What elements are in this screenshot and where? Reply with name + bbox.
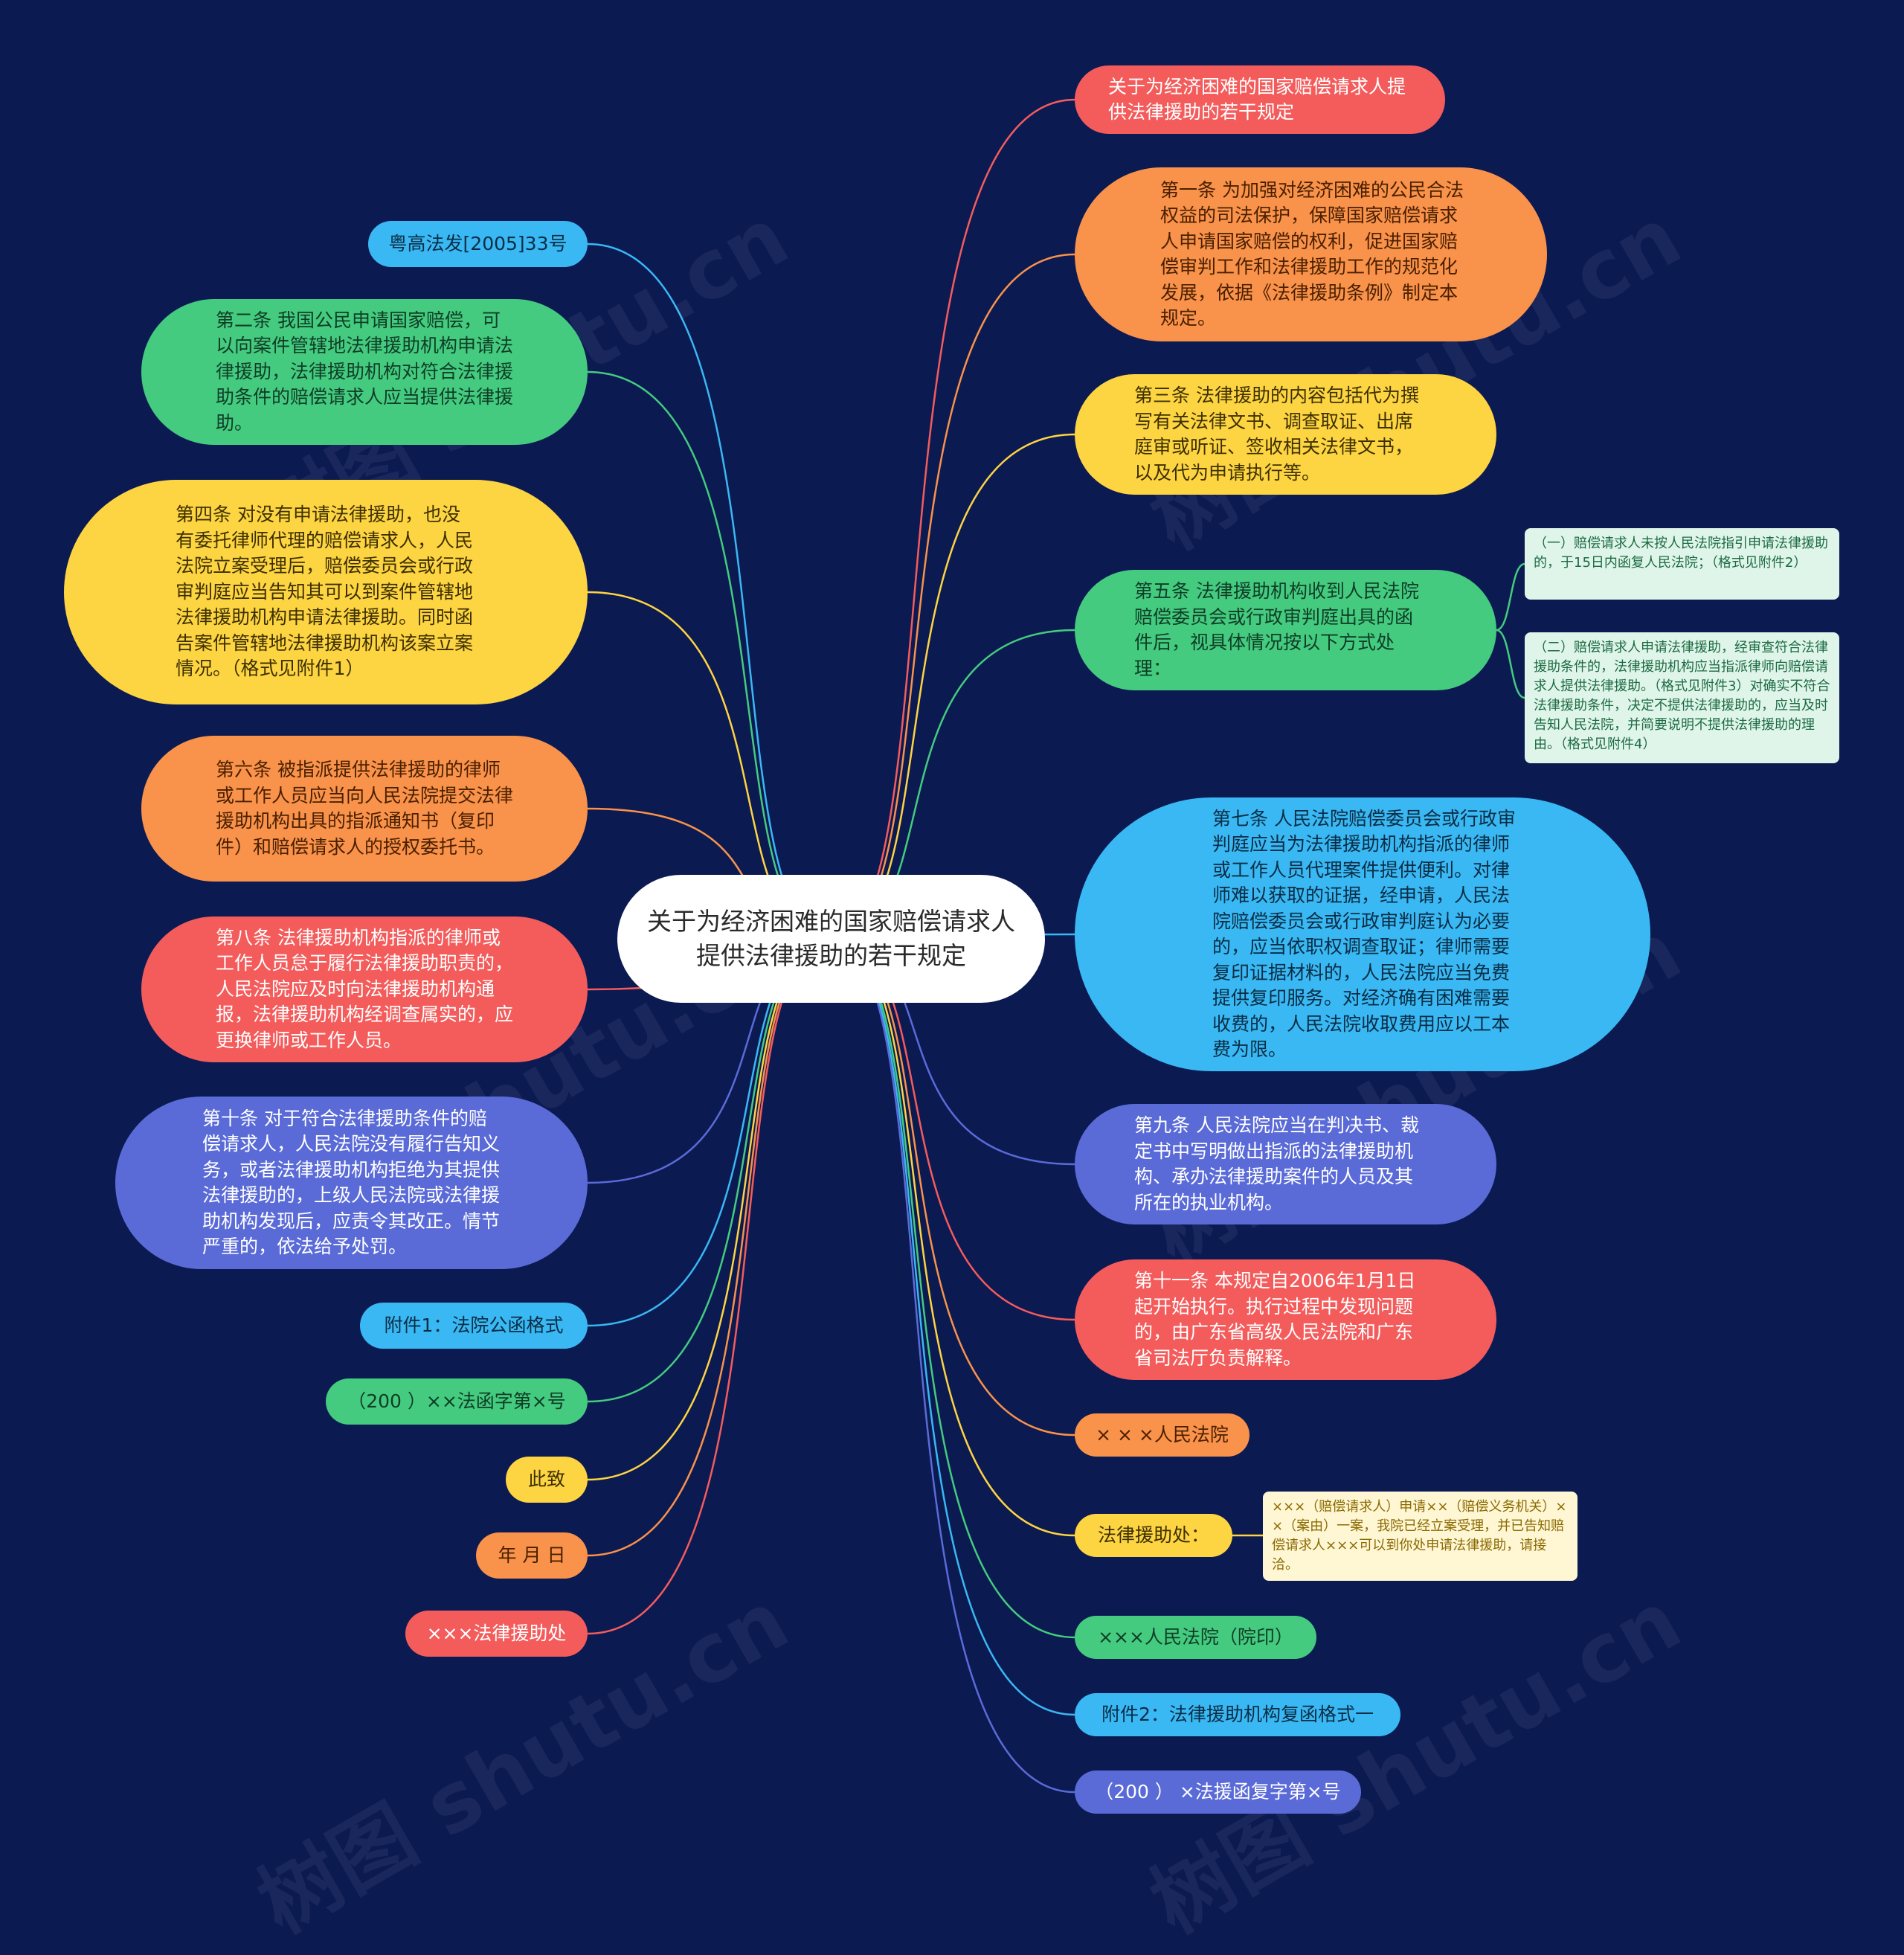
central-topic-node[interactable]: 关于为经济困难的国家赔偿请求人提供法律援助的若干规定 [617, 875, 1045, 1003]
left-node-article-8[interactable]: 第八条 法律援助机构指派的律师或工作人员怠于履行法律援助职责的，人民法院应及时向… [141, 916, 588, 1062]
right-node-attachment-2-label: 附件2：法律援助机构复函格式一 [1101, 1703, 1374, 1725]
subnode-article-5-item-2-label: （二）赔偿请求人申请法律援助，经审查符合法律援助条件的，法律援助机构应当指派律师… [1534, 640, 1830, 752]
left-node-article-8-label: 第八条 法律援助机构指派的律师或工作人员怠于履行法律援助职责的，人民法院应及时向… [216, 926, 514, 1051]
left-node-article-2-label: 第二条 我国公民申请国家赔偿，可以向案件管辖地法律援助机构申请法律援助，法律援助… [216, 309, 514, 434]
left-node-article-4[interactable]: 第四条 对没有申请法律援助，也没有委托律师代理的赔偿请求人，人民法院立案受理后，… [64, 480, 588, 704]
left-node-article-6[interactable]: 第六条 被指派提供法律援助的律师或工作人员应当向人民法院提交法律援助机构出具的指… [141, 736, 588, 882]
left-node-article-2[interactable]: 第二条 我国公民申请国家赔偿，可以向案件管辖地法律援助机构申请法律援助，法律援助… [141, 299, 588, 445]
connector-line [831, 253, 1075, 940]
left-node-document-number-label: 粤高法发[2005]33号 [388, 232, 567, 254]
right-node-article-11-label: 第十一条 本规定自2006年1月1日起开始执行。执行过程中发现问题的，由广东省高… [1134, 1270, 1416, 1369]
left-node-document-number[interactable]: 粤高法发[2005]33号 [368, 221, 588, 267]
connector-line [587, 937, 832, 1635]
right-node-article-1[interactable]: 第一条 为加强对经济困难的公民合法权益的司法保护，保障国家赔偿请求人申请国家赔偿… [1075, 167, 1547, 341]
left-node-salutation-label: 此致 [528, 1468, 566, 1490]
subnode-article-5-item-1[interactable]: （一）赔偿请求人未按人民法院指引申请法律援助的，于15日内函复人民法院；（格式见… [1525, 528, 1839, 600]
subnode-legal-aid-letter[interactable]: ×××（赔偿请求人）申请××（赔偿义务机关）××（案由）一案，我院已经立案受理，… [1263, 1492, 1577, 1581]
connector-line [831, 937, 1075, 1436]
connector-line [831, 433, 1075, 940]
connector-line [1496, 629, 1525, 699]
left-node-attachment-1-label: 附件1：法院公函格式 [384, 1314, 564, 1336]
left-node-salutation[interactable]: 此致 [506, 1457, 588, 1503]
right-node-title[interactable]: 关于为经济困难的国家赔偿请求人提供法律援助的若干规定 [1075, 65, 1445, 134]
subnode-article-5-item-2[interactable]: （二）赔偿请求人申请法律援助，经审查符合法律援助条件的，法律援助机构应当指派律师… [1525, 632, 1839, 763]
right-node-court-label: × × ×人民法院 [1096, 1423, 1229, 1445]
right-node-article-7[interactable]: 第七条 人民法院赔偿委员会或行政审判庭应当为法律援助机构指派的律师或工作人员代理… [1075, 797, 1650, 1071]
connector-line [587, 937, 832, 1481]
left-node-article-10-label: 第十条 对于符合法律援助条件的赔偿请求人，人民法院没有履行告知义务，或者法律援助… [202, 1107, 501, 1258]
subnode-article-5-item-1-label: （一）赔偿请求人未按人民法院指引申请法律援助的，于15日内函复人民法院；（格式见… [1534, 536, 1828, 571]
right-node-court-seal[interactable]: ×××人民法院（院印） [1075, 1616, 1316, 1659]
connector-line [587, 243, 832, 940]
right-node-legal-aid-office-label: 法律援助处： [1097, 1524, 1209, 1546]
central-topic-label: 关于为经济困难的国家赔偿请求人提供法律援助的若干规定 [647, 907, 1015, 970]
right-node-reply-number[interactable]: （200 ） ×法援函复字第×号 [1075, 1771, 1361, 1814]
right-node-article-1-label: 第一条 为加强对经济困难的公民合法权益的司法保护，保障国家赔偿请求人申请国家赔偿… [1160, 179, 1464, 330]
right-node-article-9[interactable]: 第九条 人民法院应当在判决书、裁定书中写明做出指派的法律援助机构、承办法律援助案… [1075, 1104, 1496, 1224]
left-node-date-label: 年 月 日 [498, 1544, 566, 1566]
left-node-letter-number[interactable]: （200 ）××法函字第×号 [326, 1378, 588, 1425]
left-node-article-4-label: 第四条 对没有申请法律援助，也没有委托律师代理的赔偿请求人，人民法院立案受理后，… [176, 504, 474, 680]
connector-line [587, 937, 832, 1557]
connector-line [831, 937, 1075, 1639]
left-node-legal-aid-signature[interactable]: ×××法律援助处 [405, 1611, 588, 1657]
subnode-legal-aid-letter-label: ×××（赔偿请求人）申请××（赔偿义务机关）××（案由）一案，我院已经立案受理，… [1272, 1499, 1567, 1573]
right-node-article-3-label: 第三条 法律援助的内容包括代为撰写有关法律文书、调查取证、出席庭审或听证、签收相… [1134, 385, 1419, 484]
connector-line [587, 370, 832, 940]
right-node-article-5[interactable]: 第五条 法律援助机构收到人民法院赔偿委员会或行政审判庭出具的函件后，视具体情况按… [1075, 570, 1496, 690]
right-node-court-seal-label: ×××人民法院（院印） [1098, 1625, 1293, 1648]
connector-line [587, 937, 832, 1403]
right-node-court[interactable]: × × ×人民法院 [1075, 1413, 1250, 1457]
connector-line [831, 98, 1075, 940]
connector-line [1496, 562, 1525, 632]
right-node-title-label: 关于为经济困难的国家赔偿请求人提供法律援助的若干规定 [1108, 75, 1406, 123]
right-node-article-3[interactable]: 第三条 法律援助的内容包括代为撰写有关法律文书、调查取证、出席庭审或听证、签收相… [1075, 374, 1496, 495]
left-node-attachment-1[interactable]: 附件1：法院公函格式 [360, 1303, 588, 1349]
left-node-date[interactable]: 年 月 日 [476, 1532, 588, 1579]
right-node-article-11[interactable]: 第十一条 本规定自2006年1月1日起开始执行。执行过程中发现问题的，由广东省高… [1075, 1259, 1496, 1380]
right-node-article-5-label: 第五条 法律援助机构收到人民法院赔偿委员会或行政审判庭出具的函件后，视具体情况按… [1134, 580, 1419, 679]
left-node-article-10[interactable]: 第十条 对于符合法律援助条件的赔偿请求人，人民法院没有履行告知义务，或者法律援助… [115, 1097, 588, 1269]
right-node-article-9-label: 第九条 人民法院应当在判决书、裁定书中写明做出指派的法律援助机构、承办法律援助案… [1134, 1114, 1419, 1213]
right-node-article-7-label: 第七条 人民法院赔偿委员会或行政审判庭应当为法律援助机构指派的律师或工作人员代理… [1212, 807, 1516, 1061]
connector-line [831, 937, 1075, 1794]
right-node-reply-number-label: （200 ） ×法援函复字第×号 [1095, 1780, 1341, 1802]
right-node-legal-aid-office[interactable]: 法律援助处： [1075, 1514, 1232, 1557]
right-node-attachment-2[interactable]: 附件2：法律援助机构复函格式一 [1075, 1693, 1400, 1736]
left-node-letter-number-label: （200 ）××法函字第×号 [347, 1390, 566, 1412]
left-node-article-6-label: 第六条 被指派提供法律援助的律师或工作人员应当向人民法院提交法律援助机构出具的指… [216, 759, 514, 858]
left-node-legal-aid-signature-label: ×××法律援助处 [426, 1622, 567, 1644]
